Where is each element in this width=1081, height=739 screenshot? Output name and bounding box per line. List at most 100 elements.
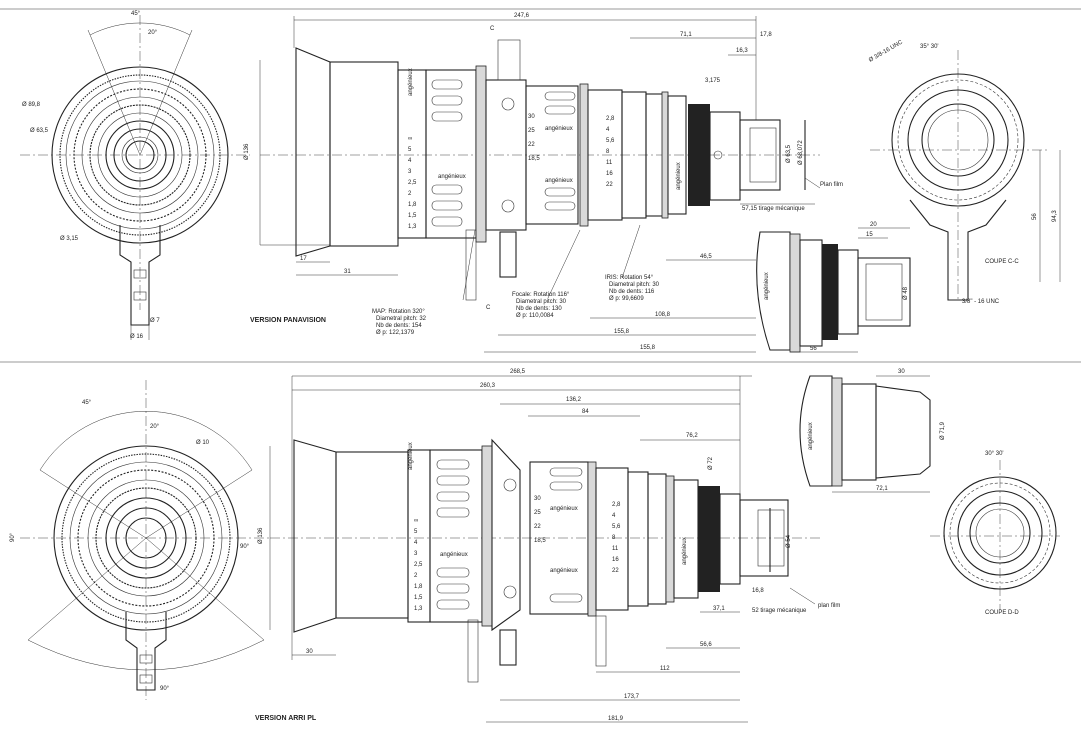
arri-zoom-scale: 30 25 22 18,5 [534,496,546,544]
arri-dim-d12: 72,1 [876,486,888,492]
pv-flange-note: 57,15 tirage mécanique [742,206,805,212]
pv-focus-mark: 1,3 [408,224,417,230]
arri-flange-note: 52 tirage mécanique [752,608,807,614]
arri-dim-d7: 56,6 [700,642,712,648]
arri-brand-4: angénieux [550,568,578,574]
pv-focus-mark: 2,5 [408,180,417,186]
arri-side-d: 30 [898,369,905,375]
pv-focus-mark: 1,5 [408,213,417,219]
pv-iris-mark: 22 [606,182,613,188]
pv-dim-d8b: 155,8 [640,345,656,351]
arri-left-angle2: 20° [150,424,160,430]
pv-focus-mark: ∞ [408,136,412,142]
pv-dim-diam-back2: Ø 68,072 [798,140,804,165]
pv-zoom-mark: 30 [528,114,535,120]
arri-zoom-mark: 18,5 [534,538,546,544]
pv-dimensions: 247,6 71,1 17,8 16,3 3,175 Ø 136 17 31 4… [244,13,843,353]
pv-map-note-2: Nb de dents: 154 [376,323,422,329]
pv-focus-mark: 1,8 [408,202,417,208]
arri-focus-mark: 2 [414,573,418,579]
arri-dim-overall: 268,5 [510,369,526,375]
pv-zoom-note-2: Nb de dents: 130 [516,306,562,312]
arri-section-dd: COUPE D-D 30° 30' [930,451,1060,616]
pv-focus-mark: 3 [408,169,412,175]
arri-rear-side-view: 30 72,1 Ø 71,9 angénieux [799,369,946,493]
arri-side-brand: angénieux [808,422,814,450]
pv-brand-1: angénieux [408,68,414,96]
pv-dim-d8: 155,8 [614,329,630,335]
pv-c-mark-2: C [486,305,491,311]
pv-focus-mark: 2 [408,191,412,197]
pv-rear-side-view: 20 15 Ø 48 56 angénieux [756,222,911,353]
arri-dim-d9: 173,7 [624,694,640,700]
arri-zoom-mark: 22 [534,524,541,530]
arri-focus-mark: 2,5 [414,562,423,568]
pv-dim-d6: 46,5 [700,254,712,260]
arri-focus-mark: 4 [414,540,418,546]
arri-dim-diam-back: Ø 54 [786,534,792,548]
pv-dim-d12b: 56 [1032,213,1038,220]
pv-side-d3: Ø 48 [903,286,909,300]
pv-c-mark-1: C [490,26,495,32]
pv-plan-film: Plan film [820,182,843,188]
pv-side-d1: 20 [870,222,877,228]
arri-dim-d5: 16,8 [752,588,764,594]
pv-left-diam1: Ø 89,8 [22,102,41,108]
pv-map-note-1: Diametral pitch: 32 [376,316,427,322]
pv-brand-3: angénieux [545,126,573,132]
pv-left-d1: Ø 3,15 [60,236,79,242]
arri-dim-d10: 181,9 [608,716,624,722]
pv-right-angle: 35° 30' [920,44,939,50]
pv-iris-mark: 2,8 [606,116,615,122]
pv-iris-mark: 5,6 [606,138,615,144]
pv-map-note-3: Ø p: 122,1379 [376,330,415,336]
arri-dim-d8: 112 [660,666,670,672]
pv-zoom-note-3: Ø p: 110,0084 [516,313,554,319]
arri-brand-1: angénieux [408,442,414,470]
pv-zoom-mark: 25 [528,128,535,134]
arri-focus-mark: 5 [414,529,418,535]
pv-dim-overall: 247,6 [514,13,530,19]
pv-dim-diam-back: Ø 63,5 [786,144,792,163]
pv-side-brand: angénieux [764,272,770,300]
arri-focus-mark: ∞ [414,518,418,524]
pv-left-diam2: Ø 63,5 [30,128,49,134]
arri-left-d1: Ø 10 [196,440,210,446]
pv-brand-5: angénieux [676,162,682,190]
pv-iris-mark: 4 [606,127,610,133]
arri-zoom-mark: 30 [534,496,541,502]
arri-focus-mark: 1,3 [414,606,423,612]
arri-side-view: angénieux angénieux angénieux angénieux … [270,438,820,683]
pv-side-view: angénieux angénieux angénieux angénieux … [260,39,821,301]
pv-side-d2: 15 [866,232,873,238]
arri-brand-5: angénieux [682,537,688,565]
pv-iris-mark: 11 [606,160,613,166]
arri-front-view: 45° 20° 90° 90° 90° Ø 10 [10,380,270,700]
arri-zoom-mark: 25 [534,510,541,516]
pv-dim-d1: 71,1 [680,32,692,38]
pv-dim-d9: 31 [344,269,351,275]
arri-iris-mark: 22 [612,568,619,574]
pv-dim-d12: 56 [810,346,817,352]
arri-brand-3: angénieux [550,506,578,512]
pv-map-note-0: MAP: Rotation 320° [372,309,425,315]
pv-iris-note-3: Ø p: 99,6609 [609,296,644,302]
arri-plan-film: plan film [818,603,840,609]
arri-dim-d4: 76,2 [686,433,698,439]
arri-iris-mark: 16 [612,557,619,563]
pv-dim-d3: 16,3 [736,48,748,54]
arri-dim-d6: 37,1 [713,606,725,612]
pv-brand-2: angénieux [438,174,466,180]
arri-iris-mark: 8 [612,535,616,541]
pv-iris-note-2: Nb de dents: 116 [609,289,655,295]
pv-section-label: COUPE C-C [985,259,1019,265]
pv-left-d3: Ø 16 [130,334,144,340]
pv-thread-note: 3/8" - 16 UNC [962,299,1000,305]
pv-left-d2: Ø 7 [150,318,160,324]
arri-left-angle1: 45° [82,400,92,406]
arri-dim-d11: 30 [306,649,313,655]
